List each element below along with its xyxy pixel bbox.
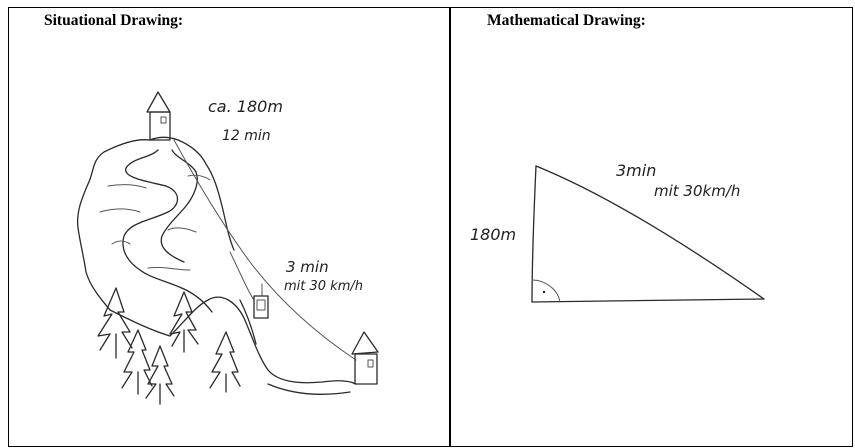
label-time: 3min (616, 161, 656, 180)
bottom-station-hut (351, 331, 379, 385)
cable-car-cabin (253, 283, 269, 319)
note-walk-time: 12 min (222, 128, 271, 144)
label-height: 180m (470, 225, 516, 244)
note-cable-time: 3 min (286, 258, 329, 276)
mathematical-drawing-heading: Mathematical Drawing: (487, 12, 646, 29)
top-station-hut (146, 91, 171, 141)
trees-sketch (97, 287, 241, 405)
right-angle-dot (542, 290, 546, 294)
situational-drawing-heading: Situational Drawing: (44, 12, 184, 29)
right-triangle (531, 165, 765, 303)
label-speed: mit 30km/h (654, 182, 740, 200)
mountain-sketch (76, 136, 357, 396)
column-divider (449, 7, 451, 447)
note-cable-speed: mit 30 km/h (284, 279, 363, 294)
table-frame (8, 7, 853, 447)
note-height-approx: ca. 180m (208, 97, 283, 116)
